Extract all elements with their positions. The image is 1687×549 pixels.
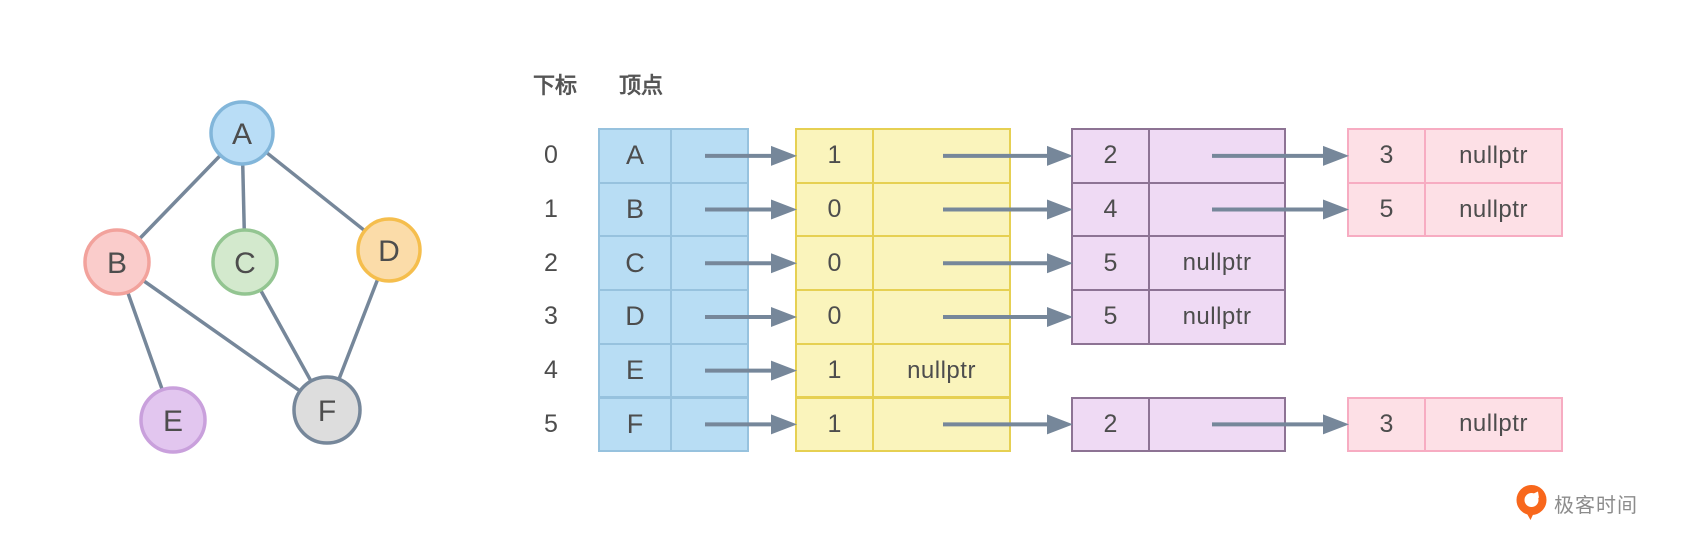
- graph-node-label-A: A: [232, 118, 252, 151]
- geektime-logo-icon: [1516, 485, 1547, 520]
- vertex-cell-C: C: [598, 235, 672, 292]
- graph-node-label-E: E: [163, 405, 183, 438]
- vertex-cell-F: F: [598, 396, 672, 453]
- arrow-array-to-node0-row3-head: [771, 306, 797, 327]
- vertex-cell-E: E: [598, 342, 672, 399]
- list-node-pointer-F-1: [1148, 396, 1286, 453]
- graph-node-C: [211, 228, 279, 296]
- list-node-value-F-2: 3: [1347, 396, 1426, 453]
- arrow-node0-to-node1-row5-head: [1047, 414, 1073, 435]
- vertex-cell-A: A: [598, 128, 672, 184]
- list-node-pointer-A-1: [1148, 128, 1286, 184]
- list-node-pointer-E-0: nullptr: [872, 342, 1011, 399]
- arrow-array-to-node0-row4-head: [771, 360, 797, 381]
- vertex-pointer-cell-E: [670, 342, 749, 399]
- row-index-3: 3: [544, 302, 558, 331]
- row-index-0: 0: [544, 141, 558, 170]
- list-node-value-C-0: 0: [795, 235, 874, 292]
- arrow-array-to-node0-row5-head: [771, 414, 797, 435]
- graph-edge-BF: [115, 260, 329, 412]
- list-node-pointer-F-2: nullptr: [1424, 396, 1563, 453]
- list-node-value-A-0: 1: [795, 128, 874, 184]
- list-node-value-A-2: 3: [1347, 128, 1426, 184]
- vertex-pointer-cell-C: [670, 235, 749, 292]
- vertex-pointer-cell-B: [670, 181, 749, 238]
- graph-node-label-C: C: [234, 247, 256, 280]
- arrow-array-to-node0-row2-head: [771, 253, 797, 274]
- arrow-node0-to-node1-row1-head: [1047, 199, 1073, 220]
- graph-node-F: [292, 375, 362, 445]
- arrow-node1-to-node2-row1-head: [1323, 199, 1349, 220]
- graph-node-B: [83, 228, 151, 296]
- list-node-value-B-2: 5: [1347, 181, 1426, 238]
- vertex-column-header: 顶点: [618, 73, 663, 98]
- vertex-pointer-cell-D: [670, 289, 749, 345]
- vertex-pointer-cell-F: [670, 396, 749, 453]
- geektime-logo-text: 极客时间: [1554, 494, 1638, 517]
- list-node-value-F-0: 1: [795, 396, 874, 453]
- list-node-value-B-1: 4: [1071, 181, 1150, 238]
- list-node-pointer-C-0: [872, 235, 1011, 292]
- list-node-value-F-1: 2: [1071, 396, 1150, 453]
- list-node-pointer-B-2: nullptr: [1424, 181, 1563, 238]
- graph-panel: A B C D E F: [83, 100, 422, 454]
- graph-node-label-B: B: [107, 247, 127, 280]
- list-node-pointer-D-1: nullptr: [1148, 289, 1286, 345]
- graph-node-label-D: D: [378, 235, 400, 268]
- graph-node-E: [139, 386, 207, 454]
- index-column-header: 下标: [532, 73, 577, 98]
- row-index-2: 2: [544, 248, 558, 277]
- list-node-pointer-B-0: [872, 181, 1011, 238]
- graph-node-D: [356, 217, 422, 283]
- geektime-logo: 极客时间: [1516, 485, 1638, 521]
- arrow-node0-to-node1-row0-head: [1047, 145, 1073, 166]
- row-index-1: 1: [544, 195, 558, 224]
- list-node-value-E-0: 1: [795, 342, 874, 399]
- list-node-value-C-1: 5: [1071, 235, 1150, 292]
- list-node-pointer-F-0: [872, 396, 1011, 453]
- list-node-pointer-D-0: [872, 289, 1011, 345]
- list-node-pointer-B-1: [1148, 181, 1286, 238]
- list-node-pointer-A-2: nullptr: [1424, 128, 1563, 184]
- list-node-value-A-1: 2: [1071, 128, 1150, 184]
- arrow-node0-to-node1-row2-head: [1047, 253, 1073, 274]
- list-node-value-D-0: 0: [795, 289, 874, 345]
- row-index-4: 4: [544, 356, 558, 385]
- graph-node-A: [209, 100, 275, 166]
- arrow-node1-to-node2-row0-head: [1323, 145, 1349, 166]
- list-node-value-D-1: 5: [1071, 289, 1150, 345]
- arrow-node1-to-node2-row5-head: [1323, 414, 1349, 435]
- list-node-pointer-A-0: [872, 128, 1011, 184]
- list-node-value-B-0: 0: [795, 181, 874, 238]
- arrow-node0-to-node1-row3-head: [1047, 306, 1073, 327]
- row-index-5: 5: [544, 409, 558, 438]
- arrow-array-to-node0-row0-head: [771, 145, 797, 166]
- vertex-pointer-cell-A: [670, 128, 749, 184]
- vertex-cell-B: B: [598, 181, 672, 238]
- list-node-pointer-C-1: nullptr: [1148, 235, 1286, 292]
- vertex-cell-D: D: [598, 289, 672, 345]
- arrow-array-to-node0-row1-head: [771, 199, 797, 220]
- graph-node-label-F: F: [318, 395, 336, 428]
